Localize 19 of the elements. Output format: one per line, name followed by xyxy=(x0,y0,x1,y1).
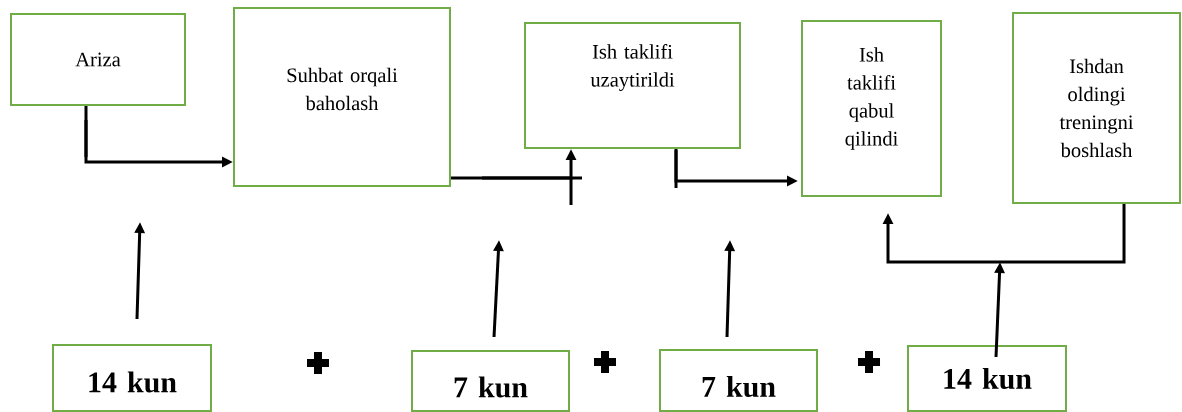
arrow xyxy=(882,204,1126,264)
box-text: Ishdan oldingi treningni boshlash xyxy=(1059,58,1134,158)
box-text: Suhbat orqali baholash xyxy=(287,67,398,111)
process-box xyxy=(801,20,942,197)
box-text: 7 kun xyxy=(702,375,776,398)
box-text: 14 kun xyxy=(89,371,177,393)
process-box xyxy=(1012,12,1181,204)
duration-box xyxy=(52,344,212,412)
box-text: Ish taklifi qabul qilindi xyxy=(845,47,898,150)
duration-box xyxy=(907,345,1067,412)
process-box xyxy=(10,13,186,106)
box-text: 7 kun xyxy=(454,376,528,398)
duration-box xyxy=(659,349,818,412)
box-text: Ish taklifi uzaytirildi xyxy=(590,44,675,91)
box-text: 14 kun xyxy=(944,367,1032,390)
process-box xyxy=(524,22,741,149)
process-box xyxy=(233,7,451,187)
box-text: Ariza xyxy=(75,52,121,67)
duration-box xyxy=(411,350,570,412)
